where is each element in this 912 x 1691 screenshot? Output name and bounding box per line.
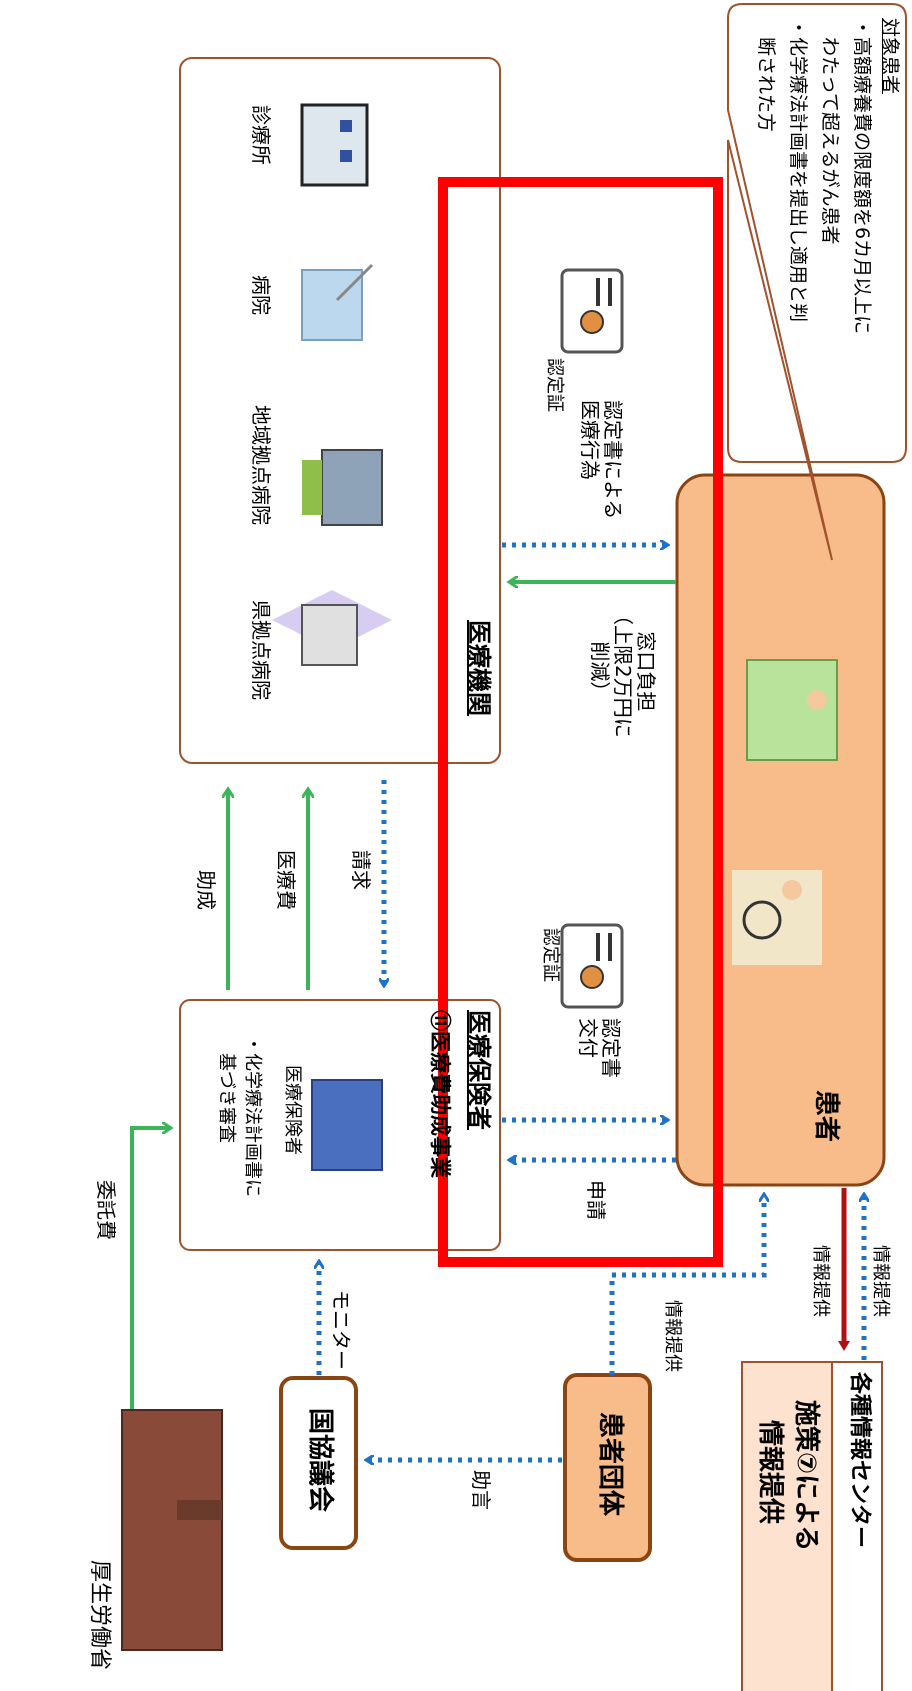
info-center-label: 各種情報センター: [847, 1372, 872, 1549]
certified-treatment-label: 認定書による 医療行為: [578, 400, 625, 520]
certificate-issue-label: 認定書 交付: [576, 1018, 623, 1078]
policy-line: 施策⑦による: [791, 1400, 821, 1552]
arrow-consignment-fee: [130, 1128, 170, 1420]
facility-label: 県拠点病院: [249, 600, 273, 700]
hospital-icon: [301, 263, 374, 341]
facility-label: 病院: [249, 275, 273, 315]
patient-bed-illustration: [746, 659, 838, 761]
ministry-building-icon: [121, 1409, 223, 1651]
clinic-icon: [300, 103, 369, 187]
medical-fee-label: 医療費: [274, 850, 298, 910]
council-box: [279, 1376, 358, 1550]
cert-card-label: 認定証: [544, 358, 565, 412]
subsidy-label: 助成: [194, 870, 218, 910]
patient-box: [675, 473, 886, 1187]
patient-wheelchair-illustration: [732, 870, 822, 965]
arrow-group-info: [609, 1195, 764, 1375]
monitor-label: モニター: [329, 1290, 353, 1370]
patient-group-label: 患者団体: [595, 1412, 625, 1517]
target-callout-line: ・高額療養費の限度額を6カ月以上に: [851, 18, 873, 335]
insurer-note-line: 基づき審査: [216, 1035, 237, 1143]
highlight-frame: [438, 177, 723, 1267]
insurer-building-icon: [311, 1079, 383, 1171]
certificate-card-icon: [560, 268, 624, 354]
council-label: 国協議会: [305, 1408, 335, 1513]
cert-card-label: 認定証: [540, 928, 561, 982]
info-provision-label: 情報提供: [870, 1245, 891, 1317]
info-provision-label: 情報提供: [662, 1300, 683, 1372]
info-provision-label: 情報提供: [810, 1245, 831, 1317]
insurer-label: 医療保険者: [465, 1010, 493, 1130]
prefectural-hospital-icon: [272, 590, 392, 666]
medical-institution-label: 医療機関: [465, 620, 493, 716]
facility-label: 地域拠点病院: [249, 405, 273, 525]
insurer-icon-caption: 医療保険者: [282, 1065, 303, 1155]
medical-institution-box: [179, 57, 501, 764]
certificate-card-icon: [560, 923, 624, 1009]
patient-label: 患者: [811, 1090, 841, 1143]
program-label: ⑪医療費助成事業: [428, 1010, 452, 1178]
claim-label: 請求: [349, 850, 373, 890]
ministry-label: 厚生労働省: [87, 1560, 112, 1671]
target-callout-title: 対象患者: [879, 18, 901, 95]
target-callout-line: わたって超えるがん患者: [819, 18, 841, 245]
policy-line: 情報提供: [755, 1420, 785, 1525]
facility-label: 診療所: [249, 105, 273, 165]
target-callout-bubble: [727, 3, 907, 561]
application-label: 申請: [584, 1180, 608, 1220]
policy-box: [741, 1361, 833, 1691]
insurer-note-line: ・化学療法計画書に: [242, 1035, 263, 1197]
window-payment-label: 窓口負担 （上限2万円に 削減）: [588, 605, 658, 738]
patient-group-box: [563, 1373, 652, 1562]
target-callout-line: 断された方: [755, 18, 777, 133]
target-callout-line: ・化学療法計画書を提出し適用と判: [787, 18, 809, 323]
advice-label: 助言: [469, 1470, 493, 1510]
target-callout: 対象患者 ・高額療養費の限度額を6カ月以上に わたって超えるがん患者 ・化学療法…: [730, 18, 901, 458]
consignment-fee-label: 委託費: [94, 1180, 118, 1240]
regional-hospital-icon: [302, 449, 383, 526]
